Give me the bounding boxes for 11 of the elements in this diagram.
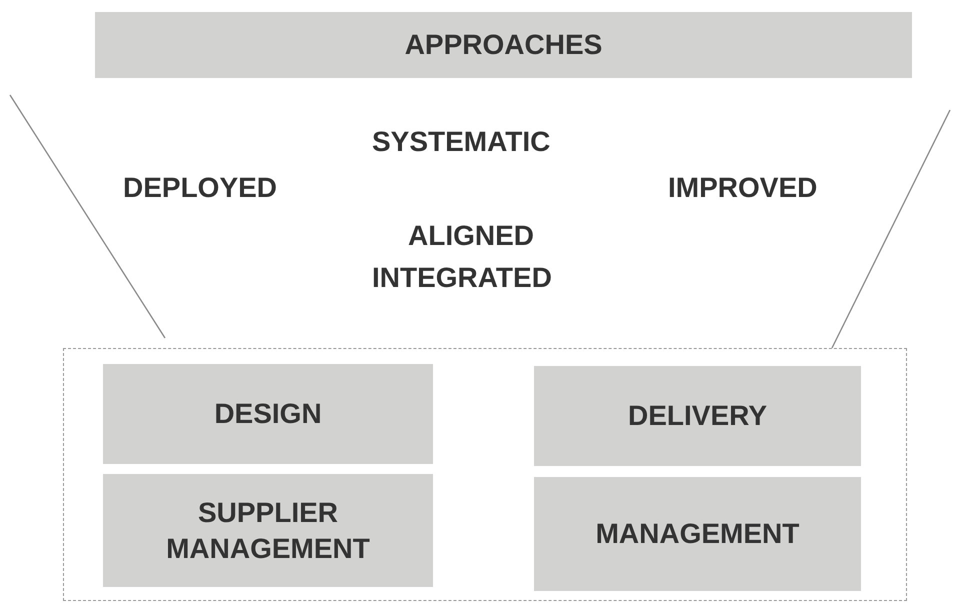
- criterion-label: ALIGNED: [408, 220, 534, 252]
- area-box: DELIVERY: [534, 366, 861, 466]
- dashed-frame: [63, 348, 907, 601]
- criterion-label: INTEGRATED: [372, 262, 552, 294]
- area-box: DESIGN: [103, 364, 433, 464]
- criterion-label: SYSTEMATIC: [372, 126, 550, 158]
- area-box: SUPPLIER MANAGEMENT: [103, 474, 433, 587]
- criterion-label: DEPLOYED: [123, 172, 278, 204]
- criterion-label: IMPROVED: [668, 172, 818, 204]
- area-box: MANAGEMENT: [534, 477, 861, 591]
- header-bar: APPROACHES: [95, 12, 912, 78]
